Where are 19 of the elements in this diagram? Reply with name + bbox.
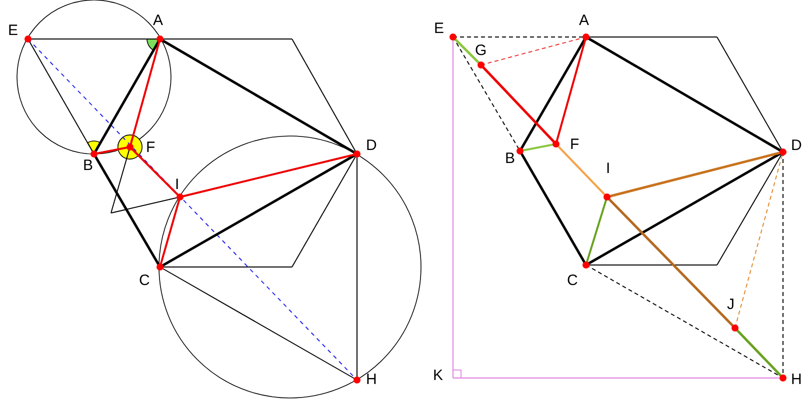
point-label: E [8,23,18,38]
point-label: G [475,43,487,58]
point-label: B [505,151,516,166]
point-label: E [434,21,444,36]
point-label: C [139,273,150,288]
point-label: K [433,368,444,383]
point-label: C [567,273,578,288]
point-label: A [579,13,590,28]
point-label: A [153,13,164,28]
point-label: D [791,138,802,153]
point-label: J [727,297,734,312]
point-label: I [175,177,180,192]
point-label: H [791,372,802,387]
point-label: F [570,137,580,152]
point-label: B [83,158,94,173]
point-label: F [146,140,156,155]
point-label: D [366,138,377,153]
point-label: H [366,372,377,387]
point-label: I [606,161,610,176]
